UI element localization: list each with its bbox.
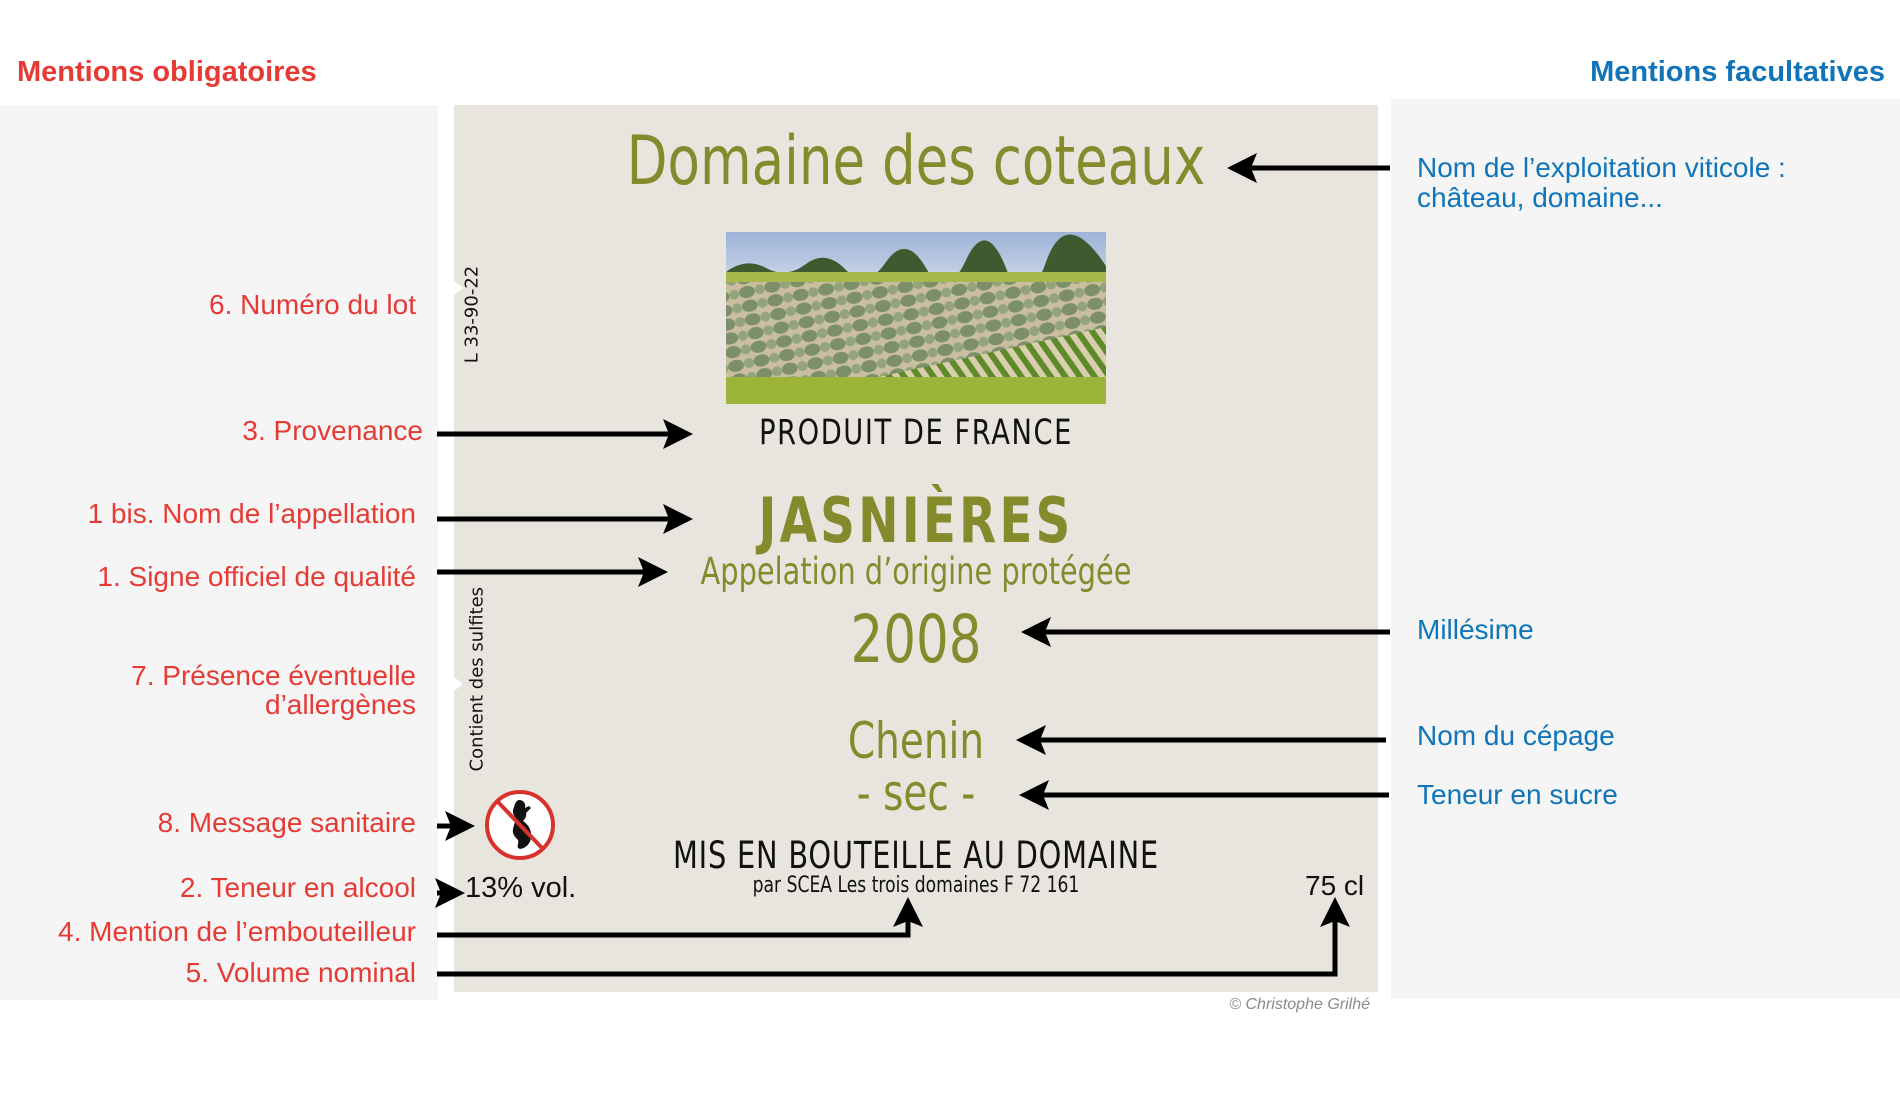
- domain-name-text: Domaine des coteaux: [626, 122, 1206, 201]
- mandatory-item-provenance: 3. Provenance: [242, 415, 423, 446]
- vineyard-photo: [726, 232, 1106, 404]
- appellation-text: JASNIÈRES: [454, 484, 1378, 557]
- vintage-value: 2008: [850, 601, 982, 678]
- origin-text: PRODUIT DE FRANCE: [454, 413, 1378, 453]
- grape-value: Chenin: [847, 712, 985, 770]
- mandatory-item-allergens: 7. Présence éventuelle: [131, 660, 416, 691]
- mandatory-item-volume: 5. Volume nominal: [185, 957, 416, 988]
- quality-sign-text: Appelation d’origine protégée: [454, 550, 1378, 593]
- optional-item-grape: Nom du cépage: [1417, 720, 1615, 751]
- mandatory-panel: [0, 105, 438, 1000]
- vineyard-photo-icon: [726, 232, 1106, 404]
- mandatory-item-appellation: 1 bis. Nom de l’appellation: [87, 498, 416, 529]
- mandatory-header: Mentions obligatoires: [17, 56, 317, 88]
- domain-name: Domaine des coteaux: [454, 122, 1378, 201]
- optional-item-estate: Nom de l’exploitation viticole :: [1417, 152, 1786, 183]
- pointer-notch: [454, 281, 463, 295]
- bottler-detail-value: par SCEA Les trois domaines F 72 161: [752, 873, 1080, 898]
- optional-item-vintage: Millésime: [1417, 614, 1534, 645]
- mandatory-item-bottler: 4. Mention de l’embouteilleur: [58, 916, 416, 947]
- mandatory-item-quality-sign: 1. Signe officiel de qualité: [97, 561, 416, 592]
- appellation-text-value: JASNIÈRES: [758, 484, 1074, 557]
- optional-item-sugar: Teneur en sucre: [1417, 779, 1618, 810]
- mandatory-item-health-message: 8. Message sanitaire: [157, 807, 416, 838]
- bottler-detail: par SCEA Les trois domaines F 72 161: [454, 873, 1378, 898]
- sweetness-value: - sec -: [856, 764, 976, 822]
- optional-panel: [1391, 99, 1900, 999]
- pointer-notch: [454, 677, 463, 691]
- mandatory-item-lot: 6. Numéro du lot: [209, 289, 416, 320]
- mandatory-item-alcohol: 2. Teneur en alcool: [179, 872, 416, 903]
- origin-text-value: PRODUIT DE FRANCE: [759, 413, 1073, 453]
- vintage-text: 2008: [454, 601, 1378, 678]
- sweetness-text: - sec -: [454, 764, 1378, 822]
- mandatory-item-allergens-line2: d’allergènes: [265, 689, 416, 720]
- arrow-bottler: [437, 897, 923, 938]
- bottler-text: MIS EN BOUTEILLE AU DOMAINE: [454, 834, 1378, 877]
- grape-text: Chenin: [454, 712, 1378, 770]
- arrow-volume: [437, 897, 1350, 977]
- pregnancy-warning-icon: [483, 788, 557, 862]
- optional-header: Mentions facultatives: [1590, 56, 1885, 88]
- copyright-credit: © Christophe Grilhé: [1229, 996, 1370, 1013]
- bottler-value: MIS EN BOUTEILLE AU DOMAINE: [672, 834, 1159, 877]
- quality-sign-value: Appelation d’origine protégée: [700, 550, 1132, 593]
- optional-item-estate-line2: château, domaine...: [1417, 182, 1663, 213]
- alcohol-content: 13% vol.: [465, 872, 577, 904]
- nominal-volume: 75 cl: [1305, 870, 1365, 901]
